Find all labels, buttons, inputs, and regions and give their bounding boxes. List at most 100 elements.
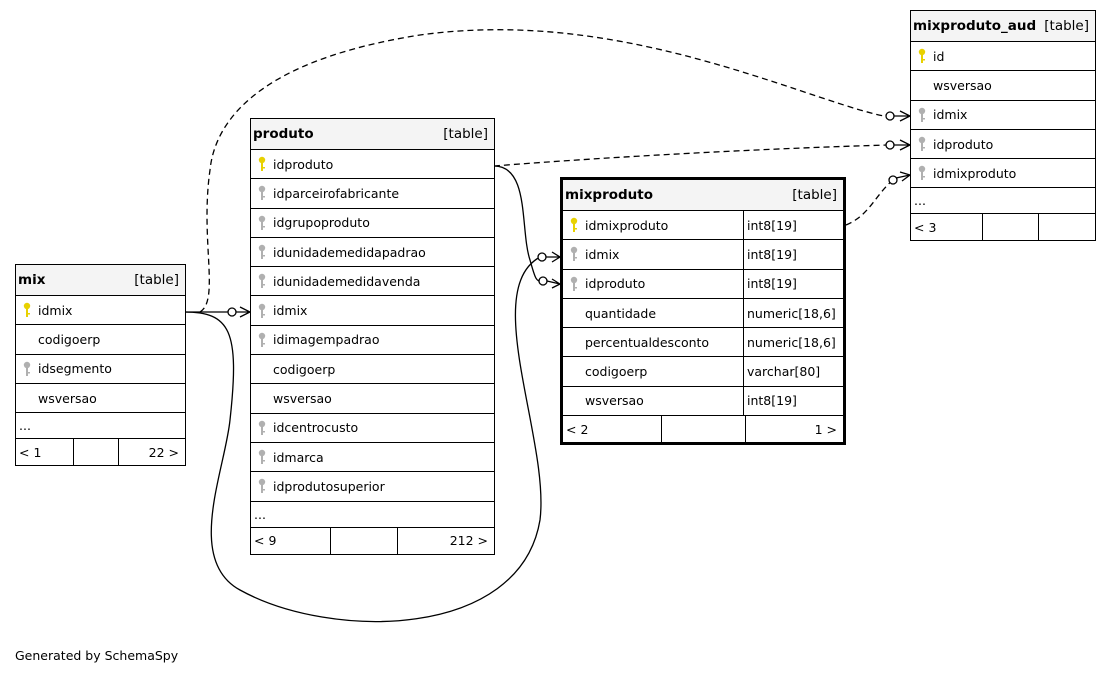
column-row[interactable]: idparceirofabricante [251, 179, 494, 209]
table-type: [table] [443, 126, 488, 142]
column-row[interactable]: idunidademedidavenda [251, 267, 494, 297]
column-name: idmarca [273, 449, 324, 465]
column-name: idproduto [585, 276, 646, 292]
parent-count: < 1 [16, 439, 74, 466]
column-row[interactable]: percentualdesconto numeric[18,6] [563, 328, 843, 358]
edge-end-circle [538, 276, 548, 286]
column-name: idgrupoproduto [273, 215, 370, 231]
foreign-key-icon [251, 215, 273, 231]
column-row[interactable]: idproduto [251, 150, 494, 180]
column-row[interactable]: idcentrocusto [251, 414, 494, 443]
column-type: numeric[18,6] [743, 328, 843, 357]
foreign-key-icon [251, 185, 273, 201]
column-type: int8[19] [743, 211, 843, 240]
column-row[interactable]: idgrupoproduto [251, 209, 494, 238]
edge-produto-mixproduto-aud [493, 144, 889, 167]
column-name: wsversao [273, 391, 332, 407]
column-row[interactable]: idmix [251, 296, 494, 326]
column-row[interactable]: idunidademedidapadrao [251, 238, 494, 268]
table-header: mixproduto [table] [563, 180, 843, 211]
column-row[interactable]: idproduto [911, 130, 1095, 160]
column-name: idimagempadrao [273, 332, 380, 348]
foreign-key-icon [251, 420, 273, 436]
table-type: [table] [1044, 18, 1089, 34]
column-row[interactable]: idmixproduto int8[19] [563, 211, 843, 241]
column-row[interactable]: idprodutosuperior [251, 472, 494, 502]
column-row[interactable]: quantidade numeric[18,6] [563, 298, 843, 329]
foreign-key-icon [563, 246, 585, 262]
footer-spacer [331, 527, 398, 554]
foreign-key-icon [251, 244, 273, 260]
edge-end-circle [227, 307, 237, 317]
edge-mix-mixproduto-aud [199, 29, 889, 313]
column-row[interactable]: wsversao [251, 384, 494, 414]
child-count: 22 > [148, 444, 179, 460]
table-header: mixproduto_aud [table] [911, 11, 1095, 42]
column-row[interactable]: wsversao [16, 384, 185, 414]
table-name: mix [18, 272, 46, 288]
edge-end-circle [885, 140, 895, 150]
column-name: idmix [273, 303, 308, 319]
column-name: wsversao [38, 390, 97, 406]
table-footer: < 9 212 > [251, 527, 494, 554]
crows-foot [236, 306, 252, 318]
column-row[interactable]: wsversao int8[19] [563, 386, 843, 417]
child-count [1039, 214, 1095, 240]
column-name: idprodutosuperior [273, 478, 385, 494]
table-name: produto [253, 126, 314, 142]
edge-end-circle [537, 252, 547, 262]
column-row[interactable]: idmarca [251, 443, 494, 473]
column-name: wsversao [585, 393, 644, 409]
column-type: int8[19] [743, 386, 843, 416]
edge-end-circle [885, 111, 895, 121]
foreign-key-icon [251, 303, 273, 319]
primary-key-icon [16, 302, 38, 318]
column-name: wsversao [933, 77, 992, 93]
crows-foot [546, 278, 562, 289]
child-count: 212 > [449, 533, 488, 549]
column-name: idcentrocusto [273, 420, 359, 436]
column-row[interactable]: idmixproduto [911, 159, 1095, 189]
column-row[interactable]: idmix [911, 101, 1095, 130]
more-columns[interactable]: ... [251, 502, 494, 528]
more-columns[interactable]: ... [911, 188, 1095, 215]
column-name: id [933, 48, 945, 64]
table-name: mixproduto [565, 187, 654, 203]
column-name: quantidade [585, 305, 657, 321]
column-row[interactable]: id [911, 42, 1095, 72]
column-row[interactable]: idsegmento [16, 355, 185, 384]
column-name: codigoerp [585, 364, 648, 380]
column-type: int8[19] [743, 240, 843, 269]
column-row[interactable]: idimagempadrao [251, 326, 494, 356]
column-row[interactable]: codigoerp [16, 325, 185, 355]
edge-mixproduto-mixproduto-aud [845, 179, 894, 226]
crows-foot [894, 139, 912, 151]
more-columns[interactable]: ... [16, 413, 185, 440]
column-name: idmixproduto [585, 217, 669, 233]
primary-key-icon [251, 156, 273, 172]
child-count: 1 > [814, 421, 837, 437]
column-type: numeric[18,6] [743, 298, 843, 328]
foreign-key-icon [911, 136, 933, 152]
table-footer: < 3 [911, 214, 1095, 241]
generator-credit[interactable]: Generated by SchemaSpy [15, 648, 179, 663]
parent-count: < 2 [563, 416, 662, 443]
column-row[interactable]: wsversao [911, 71, 1095, 101]
table-type: [table] [792, 187, 837, 203]
foreign-key-icon [563, 276, 585, 292]
column-row[interactable]: codigoerp [251, 355, 494, 385]
column-name: idmixproduto [933, 165, 1017, 181]
column-row[interactable]: idmix [16, 296, 185, 326]
foreign-key-icon [251, 273, 273, 289]
column-name: percentualdesconto [585, 334, 710, 350]
